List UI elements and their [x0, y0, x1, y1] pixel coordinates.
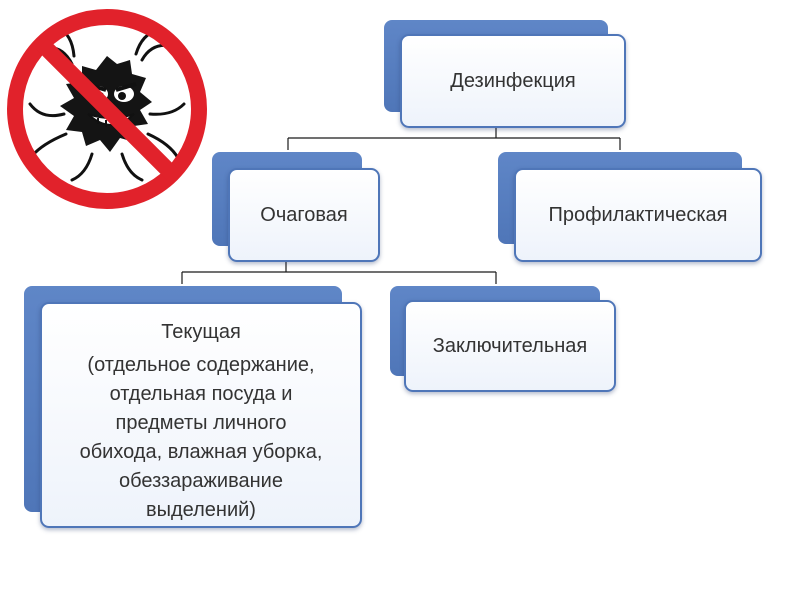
- preventive-node-label: Профилактическая: [548, 203, 728, 226]
- current-node-detail: обихода, влажная уборка,: [79, 441, 323, 463]
- root-node-label: Дезинфекция: [450, 69, 576, 92]
- final-node: Заключительная: [404, 300, 616, 392]
- root-node: Дезинфекция: [400, 34, 626, 128]
- current-node-label: Текущая: [161, 321, 241, 343]
- current-node-detail: обеззараживание: [119, 470, 283, 492]
- current-node-detail: отдельная посуда и: [109, 383, 293, 405]
- no-germs-icon: [7, 9, 207, 209]
- final-node-label: Заключительная: [432, 334, 588, 357]
- preventive-node: Профилактическая: [514, 168, 762, 262]
- focal-node: Очаговая: [228, 168, 380, 262]
- current-node-detail: предметы личного: [115, 412, 287, 434]
- current-node-detail: (отдельное содержание,: [87, 354, 315, 376]
- current-node: Текущая (отдельное содержание, отдельная…: [40, 302, 362, 528]
- current-node-detail: выделений): [146, 499, 256, 521]
- focal-node-label: Очаговая: [260, 203, 348, 226]
